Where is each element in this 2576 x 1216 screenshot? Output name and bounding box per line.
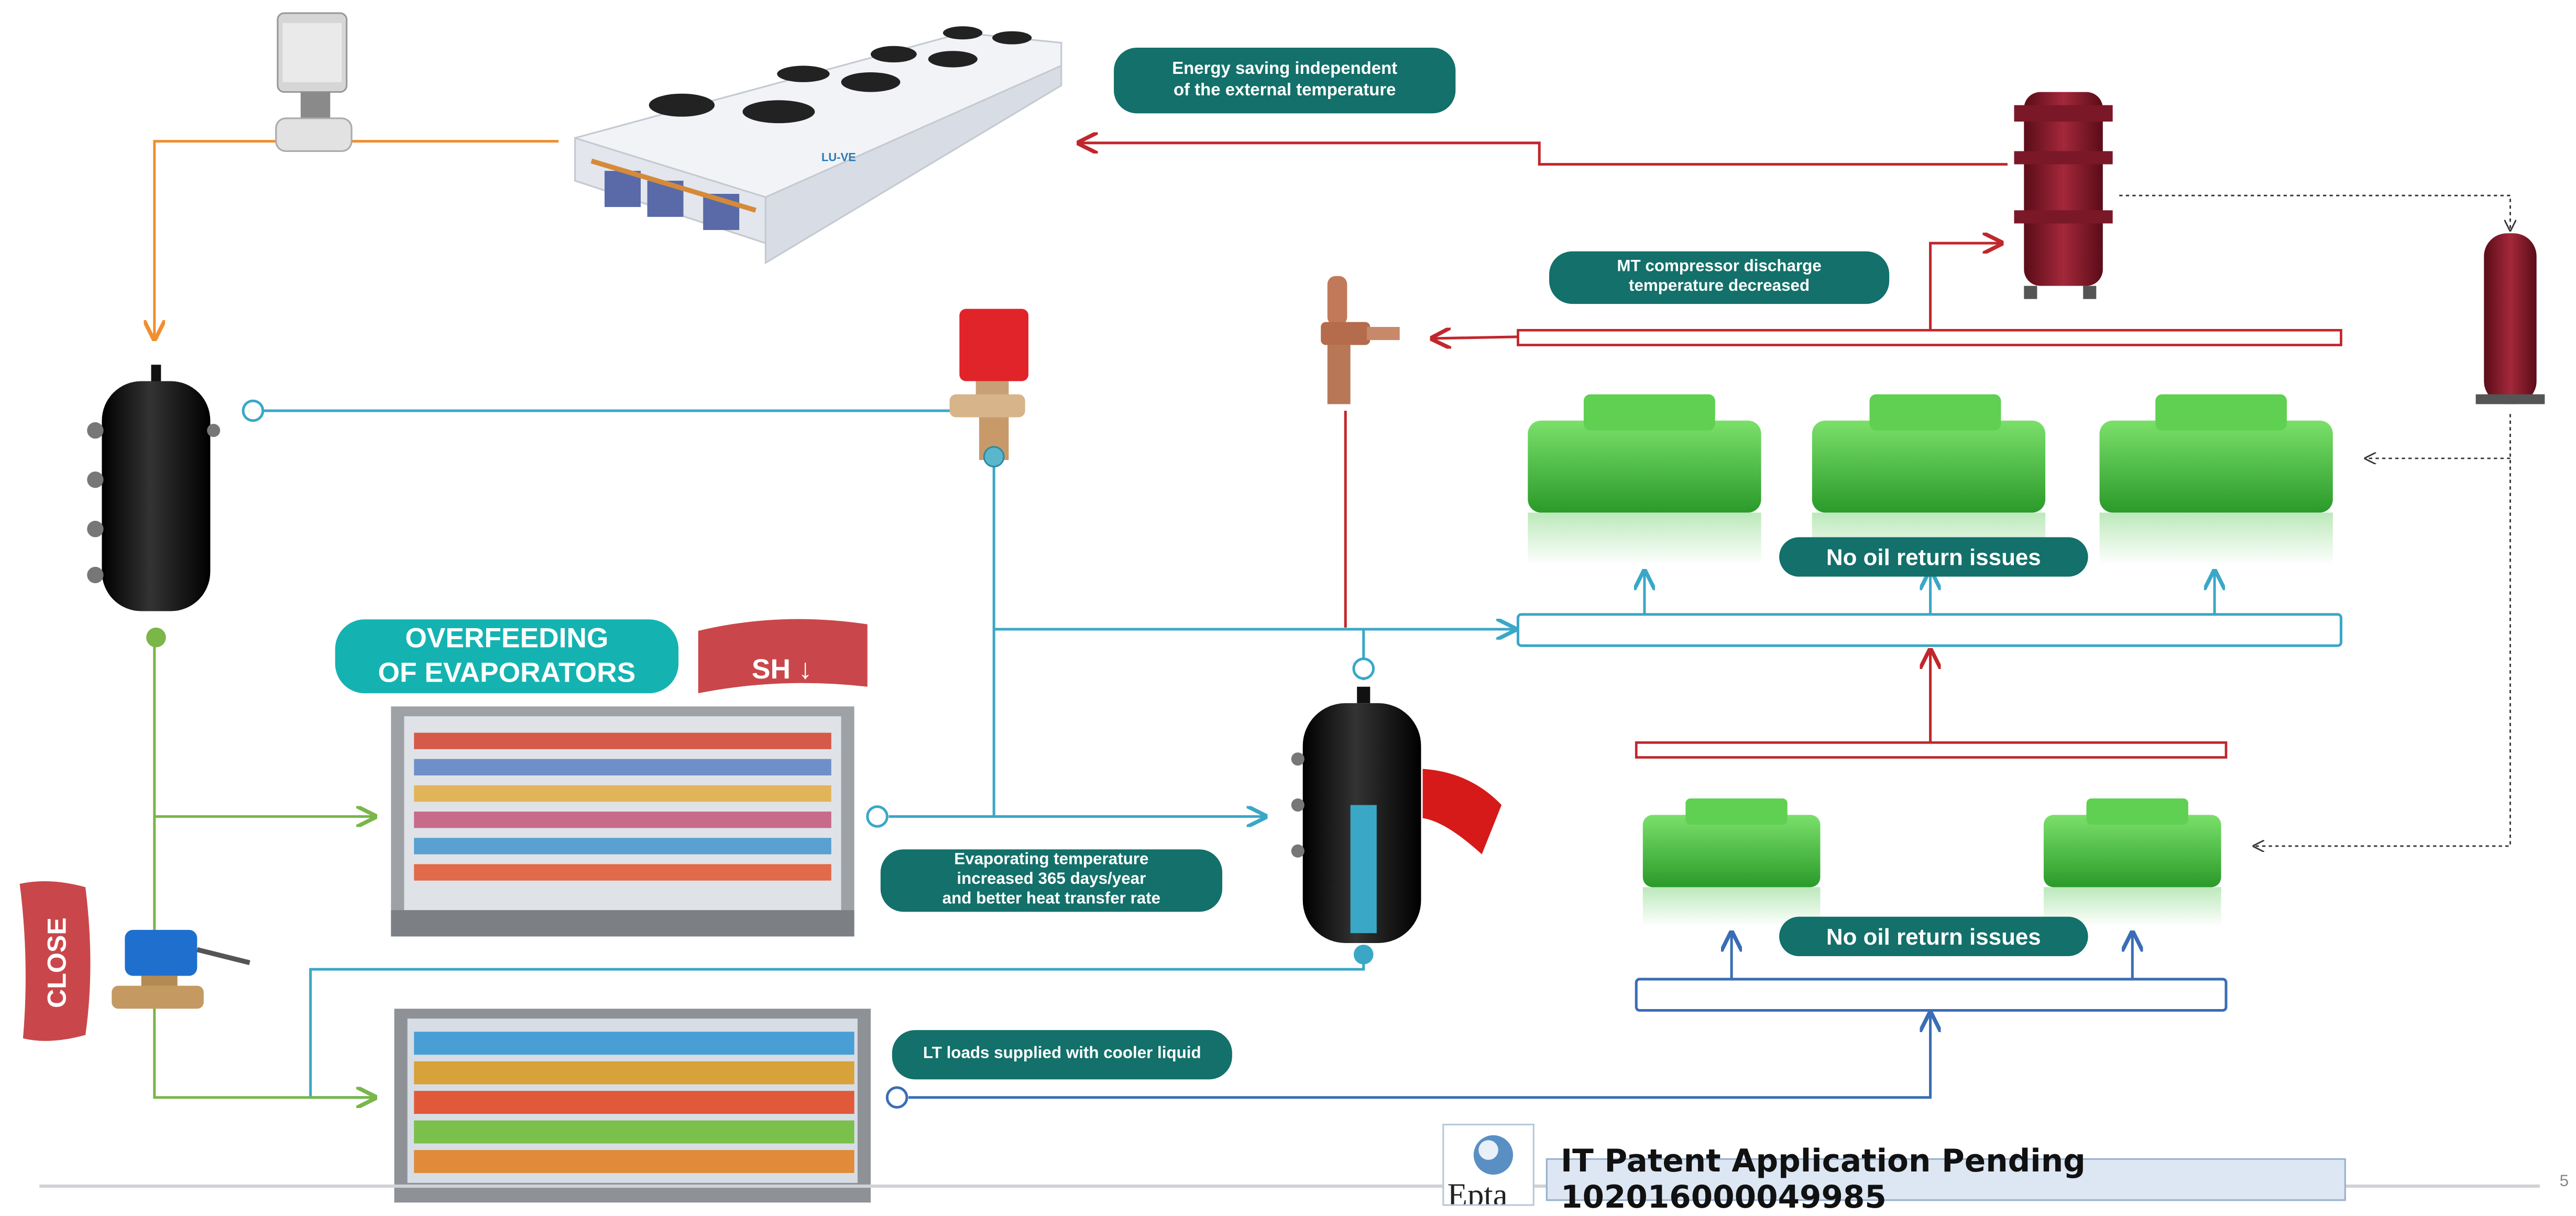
mt-discharge-note: MT compressor discharge temperature decr… [1549,251,1890,304]
red-pipe-discharge [1079,143,2008,166]
motorized-valve-icon [275,12,353,152]
sh-label: SH ↓ [752,654,813,685]
green-pipe [153,640,375,1098]
liquid-receiver-icon [87,365,221,611]
condenser-unit-icon: LU-VE [574,26,1062,265]
oil-return-line [2119,194,2510,230]
patent-notice: IT Patent Application Pending 1020160000… [1545,1144,2346,1215]
overfeeding-note: OVERFEEDING OF EVAPORATORS [335,619,679,694]
lt-suction-line [908,1014,1930,1099]
evaporating-temp-note: Evaporating temperature increased 365 da… [880,849,1223,912]
compressor-icon [2099,394,2333,565]
solenoid-valve-icon [949,309,1029,468]
lt-loads-note: LT loads supplied with cooler liquid [892,1030,1232,1080]
energy-saving-note: Energy saving independent of the externa… [1114,47,1456,114]
sh-flag: SH ↓ [698,619,868,694]
red-pipe-to-expansion [1432,337,1518,338]
logo-text: Epta [1447,1178,1508,1206]
oil-reservoir-icon [2475,233,2545,404]
orange-pipe [155,140,559,338]
svg-text:LU-VE: LU-VE [821,150,856,163]
close-flag: CLOSE [19,881,91,1041]
display-case-icon [391,706,854,937]
page-number: 5 [2559,1173,2569,1191]
oil-separator-icon [2014,92,2113,299]
liquid-receiver-icon [1291,686,1502,965]
freezer-case-icon [394,1009,871,1203]
epta-logo: Epta [1442,1123,1534,1206]
close-label: CLOSE [42,917,71,1008]
solenoid-valve-blue-icon [112,929,250,1009]
mt-discharge-manifold [1517,328,2342,346]
lt-discharge-manifold [1635,741,2228,759]
compressor-icon [1528,394,1761,565]
compressor-icon [2043,798,2221,927]
mt-suction-manifold [1516,613,2343,647]
no-oil-return-mt: No oil return issues [1779,537,2088,577]
no-oil-return-lt: No oil return issues [1779,916,2088,957]
lt-suction-manifold [1635,978,2228,1012]
pipe-node [242,399,265,422]
expansion-valve-icon [1321,276,1400,404]
red-pipe-to-separator [1929,243,2001,331]
compressor-icon [1642,798,1821,927]
